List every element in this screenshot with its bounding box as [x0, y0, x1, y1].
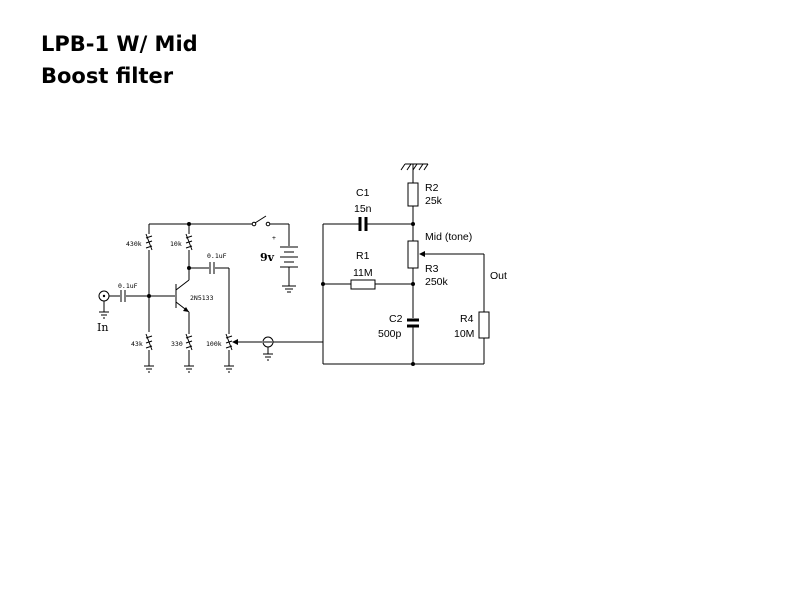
output-jack-icon [262, 336, 274, 361]
r1-name-label: R1 [356, 250, 370, 262]
ground-icon [282, 285, 296, 293]
r-43k-resistor [145, 333, 153, 351]
r2-name-label: R2 [425, 182, 439, 194]
r-10k-label: 10k [170, 240, 182, 248]
r3-caption-label: Mid (tone) [425, 231, 472, 243]
title-line-2: Boost filter [41, 64, 174, 88]
r4-value-label: 10M [454, 328, 474, 340]
r3-wiper-arrow-icon [419, 251, 484, 257]
c2-capacitor [407, 318, 419, 328]
out-label: Out [490, 270, 507, 282]
in-label: In [97, 321, 108, 334]
ground-top-icon [400, 163, 429, 171]
battery-icon [280, 246, 298, 268]
ground-icon [144, 365, 154, 373]
ground-icon [224, 365, 234, 373]
battery-plus-label: + [272, 234, 276, 242]
r-430k-label: 430k [126, 240, 142, 248]
c2-value-label: 500p [378, 328, 402, 340]
junction-dot [411, 282, 415, 286]
r4-name-label: R4 [460, 313, 474, 325]
r4-resistor [478, 311, 490, 339]
cap-in-label: 0.1uF [118, 282, 138, 290]
input-jack-icon [98, 290, 110, 319]
r2-value-label: 25k [425, 195, 443, 207]
r1-resistor [350, 279, 376, 290]
r2-resistor [407, 182, 419, 207]
power-switch-icon [251, 215, 271, 227]
r-43k-label: 43k [131, 340, 143, 348]
junction-dot [411, 222, 415, 226]
r-430k-resistor [145, 232, 153, 252]
c2-name-label: C2 [389, 313, 403, 325]
ground-icon [184, 365, 194, 373]
c1-name-label: C1 [356, 187, 370, 199]
cap-out-label: 0.1uF [207, 252, 227, 260]
r3-name-label: R3 [425, 263, 439, 275]
r-330-label: 330 [171, 340, 183, 348]
c1-value-label: 15n [354, 203, 372, 215]
r3-value-label: 250k [425, 276, 449, 288]
r-100k-potentiometer [225, 333, 262, 351]
r-100k-label: 100k [206, 340, 222, 348]
output-capacitor [209, 262, 215, 274]
transistor-label: 2N5133 [190, 294, 214, 302]
r-330-resistor [185, 333, 193, 351]
r3-potentiometer [407, 240, 419, 269]
battery-label: 9v [260, 251, 275, 264]
transistor-icon [175, 279, 190, 313]
r1-value-label: 11M [353, 267, 373, 279]
c1-capacitor [358, 217, 368, 231]
r-10k-resistor [185, 233, 193, 251]
input-capacitor [120, 290, 126, 302]
title-line-1: LPB-1 W/ Mid [41, 32, 198, 56]
